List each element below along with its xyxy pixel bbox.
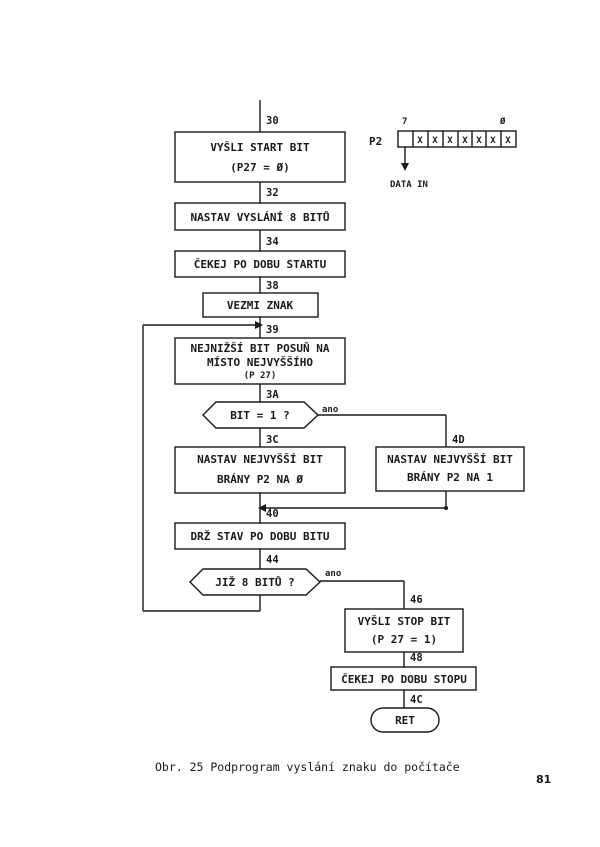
decision-8-bits-yes: ano bbox=[325, 569, 341, 579]
node-set-p2-zero-label-1: NASTAV NEJVYŠŠÍ BIT bbox=[197, 453, 323, 466]
port-cell: X bbox=[432, 136, 438, 146]
port-register-diagram: P2 7 Ø X X X X X X X DATA IN bbox=[369, 116, 517, 190]
node-set-8bits bbox=[174, 202, 346, 231]
node-ret-label: RET bbox=[395, 714, 415, 727]
node-shift-label-3: (P 27) bbox=[244, 371, 277, 381]
node-shift-label-2: MÍSTO NEJVYŠŠÍHO bbox=[207, 356, 313, 369]
decision-bit-equals-1-yes: ano bbox=[322, 405, 338, 415]
address-4D: 4D bbox=[452, 434, 465, 446]
port-name-label: P2 bbox=[369, 135, 382, 148]
address-3A: 3A bbox=[266, 389, 279, 401]
flow-lines bbox=[142, 100, 448, 708]
node-set-p2-zero bbox=[174, 446, 346, 494]
node-take-char-label: VEZMI ZNAK bbox=[227, 299, 294, 312]
port-register-box bbox=[397, 130, 517, 148]
address-30: 30 bbox=[266, 115, 279, 127]
address-4C: 4C bbox=[410, 694, 423, 706]
port-cell: X bbox=[476, 136, 482, 146]
node-send-start-bit bbox=[174, 131, 346, 183]
node-wait-stop-label: ČEKEJ PO DOBU STOPU bbox=[341, 673, 467, 686]
node-shift-label-1: NEJNIŽŠÍ BIT POSUŇ NA bbox=[190, 342, 329, 355]
port-cell: X bbox=[505, 136, 511, 146]
data-in-label: DATA IN bbox=[390, 180, 428, 190]
decision-bit-equals-1-label: BIT = 1 ? bbox=[230, 409, 290, 422]
node-send-stop-label-2: (P 27 = 1) bbox=[371, 633, 437, 646]
node-set-p2-one-label-2: BRÁNY P2 NA 1 bbox=[407, 471, 493, 484]
address-32: 32 bbox=[266, 187, 279, 199]
figure-caption: Obr. 25 Podprogram vyslání znaku do počí… bbox=[155, 760, 460, 774]
data-in-arrow-icon bbox=[401, 163, 409, 171]
port-cell: X bbox=[462, 136, 468, 146]
decision-8-bits bbox=[189, 568, 322, 596]
node-hold-state bbox=[174, 522, 346, 550]
port-cell: X bbox=[447, 136, 453, 146]
port-bit-high-label: 7 bbox=[402, 117, 407, 127]
port-cell: X bbox=[490, 136, 496, 146]
page-number: 81 bbox=[536, 773, 552, 786]
node-send-start-label-1: VYŠLI START BIT bbox=[210, 141, 310, 154]
node-send-start-label-2: (P27 = Ø) bbox=[230, 161, 290, 174]
node-send-stop-label-1: VYŠLI STOP BIT bbox=[358, 615, 451, 628]
node-wait-start-label: ČEKEJ PO DOBU STARTU bbox=[194, 258, 327, 271]
node-wait-start bbox=[174, 250, 346, 278]
port-cell: X bbox=[417, 136, 423, 146]
node-set-p2-one-label-1: NASTAV NEJVYŠŠÍ BIT bbox=[387, 453, 513, 466]
address-38: 38 bbox=[266, 280, 279, 292]
node-take-char bbox=[202, 292, 319, 318]
decision-bit-equals-1 bbox=[202, 401, 320, 429]
address-48: 48 bbox=[410, 652, 423, 664]
address-40: 40 bbox=[266, 508, 279, 520]
node-wait-stop bbox=[330, 666, 477, 691]
address-34: 34 bbox=[266, 236, 279, 248]
address-46: 46 bbox=[410, 594, 423, 606]
address-44: 44 bbox=[266, 554, 279, 566]
port-bit-low-label: Ø bbox=[499, 116, 506, 127]
node-shift-bit bbox=[174, 337, 346, 385]
node-set-p2-zero-label-2: BRÁNY P2 NA Ø bbox=[217, 473, 303, 486]
address-3C: 3C bbox=[266, 434, 279, 446]
decision-8-bits-label: JIŽ 8 BITŮ ? bbox=[215, 576, 294, 589]
node-hold-state-label: DRŽ STAV PO DOBU BITU bbox=[190, 530, 329, 543]
node-set-8bits-label: NASTAV VYSLÁNÍ 8 BITŮ bbox=[190, 211, 329, 224]
node-send-stop-bit bbox=[344, 608, 464, 653]
node-ret bbox=[370, 707, 440, 733]
node-set-p2-one bbox=[375, 446, 525, 492]
address-39: 39 bbox=[266, 324, 279, 336]
